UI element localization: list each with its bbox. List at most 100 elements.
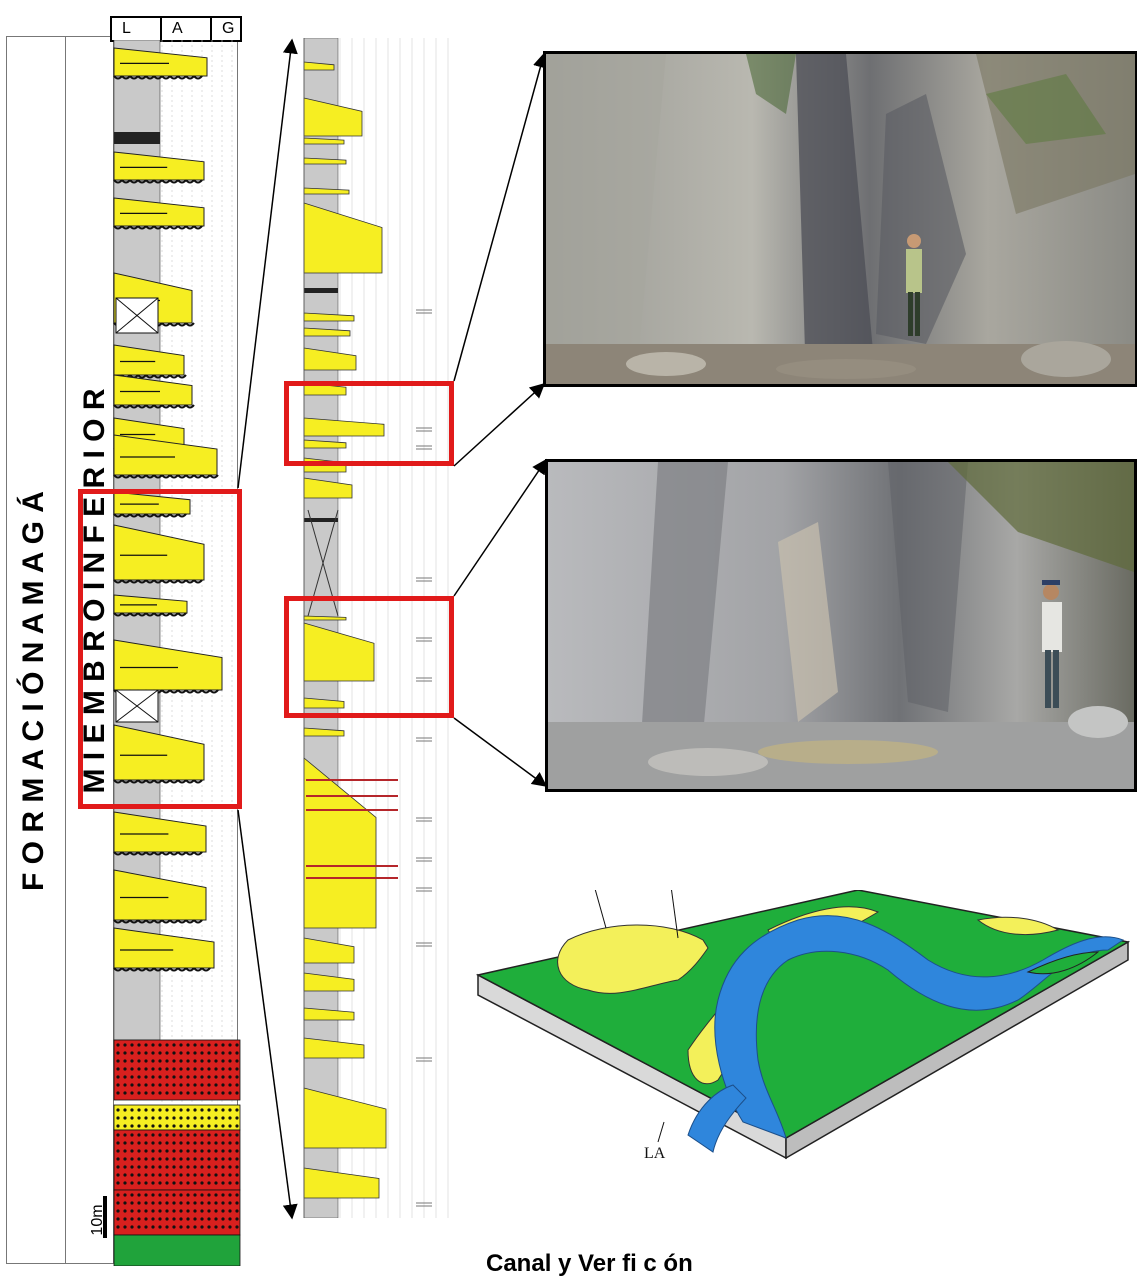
- clast: [186, 1157, 190, 1161]
- clast: [193, 1091, 197, 1095]
- clast: [221, 1141, 225, 1145]
- dark-bed: [304, 518, 338, 522]
- clast: [172, 1225, 176, 1229]
- clast: [116, 1201, 120, 1205]
- clast: [200, 1201, 204, 1205]
- clast: [221, 1124, 225, 1128]
- erosive-base: [193, 779, 203, 784]
- clast: [186, 1133, 190, 1137]
- clast: [151, 1181, 155, 1185]
- clast: [123, 1141, 127, 1145]
- clast: [172, 1149, 176, 1153]
- clast: [116, 1124, 120, 1128]
- clast: [151, 1083, 155, 1087]
- clast: [137, 1083, 141, 1087]
- clast: [200, 1108, 204, 1112]
- clast: [179, 1059, 183, 1063]
- erosive-base: [193, 919, 203, 924]
- clast: [172, 1181, 176, 1185]
- clast: [123, 1133, 127, 1137]
- clast: [186, 1201, 190, 1205]
- sandstone-bed: [113, 594, 188, 614]
- clast: [130, 1091, 134, 1095]
- clast: [207, 1133, 211, 1137]
- erosive-base: [193, 75, 203, 80]
- clast: [123, 1193, 127, 1197]
- clast: [179, 1181, 183, 1185]
- clast: [172, 1108, 176, 1112]
- clast: [228, 1217, 232, 1221]
- clast: [158, 1124, 162, 1128]
- clast: [200, 1124, 204, 1128]
- clast: [228, 1075, 232, 1079]
- clast: [137, 1209, 141, 1213]
- erosive-base: [193, 225, 203, 230]
- sandstone-bed: [113, 47, 208, 77]
- clast: [214, 1165, 218, 1169]
- clast: [123, 1059, 127, 1063]
- clast: [172, 1217, 176, 1221]
- clast: [228, 1133, 232, 1137]
- sandstone-bed: [113, 639, 223, 691]
- clast: [186, 1083, 190, 1087]
- outcrop-photo-lower: [545, 459, 1137, 792]
- clast: [165, 1217, 169, 1221]
- clast: [207, 1141, 211, 1145]
- clast: [130, 1075, 134, 1079]
- clast: [193, 1083, 197, 1087]
- clast: [235, 1217, 239, 1221]
- clast: [123, 1225, 127, 1229]
- sandstone-bed: [113, 151, 205, 181]
- clast: [116, 1217, 120, 1221]
- clast: [186, 1141, 190, 1145]
- clast: [221, 1209, 225, 1213]
- clast: [151, 1124, 155, 1128]
- clast: [151, 1225, 155, 1229]
- clast: [151, 1133, 155, 1137]
- clast: [179, 1075, 183, 1079]
- clast: [116, 1225, 120, 1229]
- clast: [186, 1173, 190, 1177]
- clast: [172, 1209, 176, 1213]
- clast: [130, 1133, 134, 1137]
- clast: [165, 1108, 169, 1112]
- clast: [235, 1059, 239, 1063]
- clast: [144, 1116, 148, 1120]
- clast: [235, 1091, 239, 1095]
- clast: [123, 1201, 127, 1205]
- clast: [165, 1209, 169, 1213]
- clast: [130, 1209, 134, 1213]
- clast: [165, 1116, 169, 1120]
- clast: [151, 1043, 155, 1047]
- sandstone-bed: [113, 374, 193, 406]
- clast: [179, 1149, 183, 1153]
- clast: [137, 1173, 141, 1177]
- clast: [172, 1059, 176, 1063]
- clast: [235, 1225, 239, 1229]
- clast: [221, 1116, 225, 1120]
- clast: [228, 1059, 232, 1063]
- clast: [144, 1149, 148, 1153]
- clast: [116, 1083, 120, 1087]
- clast: [179, 1067, 183, 1071]
- clast: [123, 1108, 127, 1112]
- clast: [116, 1173, 120, 1177]
- clast: [235, 1067, 239, 1071]
- clast: [151, 1173, 155, 1177]
- clast: [130, 1059, 134, 1063]
- clast: [158, 1075, 162, 1079]
- clast: [214, 1201, 218, 1205]
- clast: [207, 1217, 211, 1221]
- clast: [228, 1116, 232, 1120]
- clast: [179, 1091, 183, 1095]
- clast: [165, 1051, 169, 1055]
- clast: [214, 1181, 218, 1185]
- clast: [165, 1193, 169, 1197]
- clast: [228, 1043, 232, 1047]
- clast: [130, 1157, 134, 1161]
- clast: [200, 1225, 204, 1229]
- clast: [158, 1149, 162, 1153]
- clast: [228, 1124, 232, 1128]
- photo-line-1a: [453, 52, 548, 382]
